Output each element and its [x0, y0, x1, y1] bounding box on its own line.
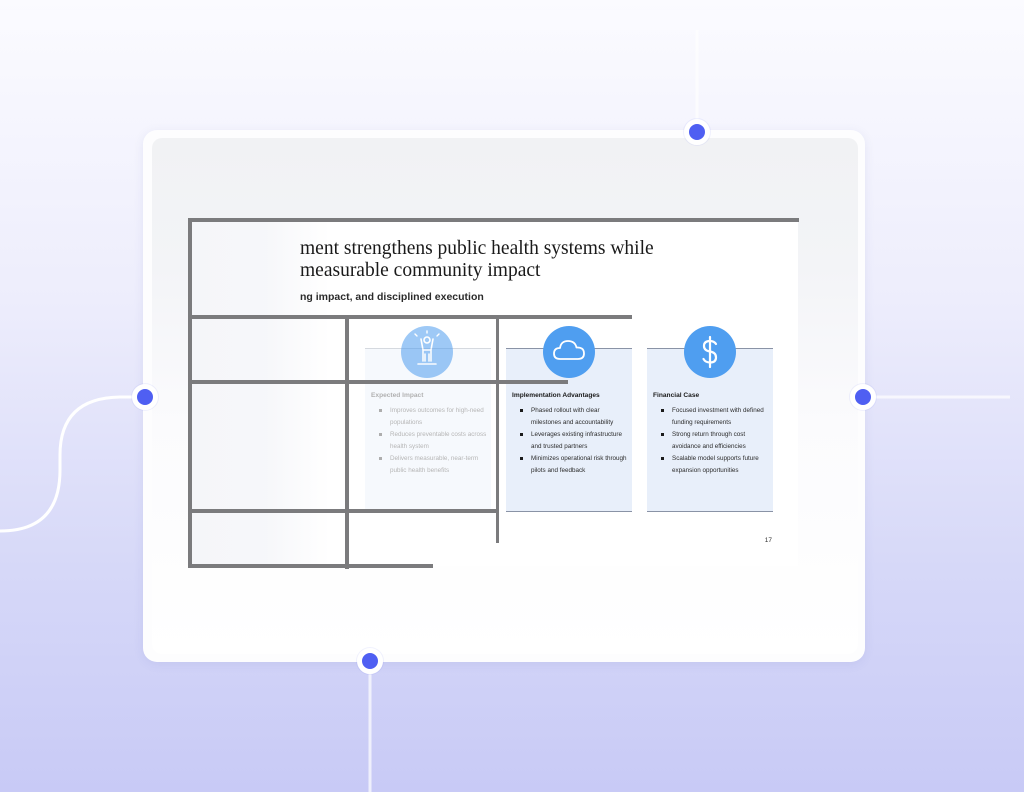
grid-line [496, 317, 499, 543]
list-item: Strong return through cost avoidance and… [653, 429, 771, 453]
card-bullets: Improves outcomes for high-need populati… [371, 405, 489, 477]
slide-title: ment strengthens public health systems w… [300, 238, 780, 282]
grid-line [190, 509, 498, 513]
grid-line [190, 380, 568, 384]
grid-line [190, 315, 632, 319]
list-item: Delivers measurable, near-term public he… [371, 453, 489, 477]
left-curve-line [0, 395, 145, 533]
list-item: Phased rollout with clear milestones and… [512, 405, 630, 429]
card-heading: Expected Impact [371, 392, 424, 399]
card-heading: Implementation Advantages [512, 392, 600, 399]
dollar-sign-icon [684, 326, 736, 378]
slide-title-line-2: measurable community impact [300, 260, 541, 281]
slide-title-line-1: ment strengthens public health systems w… [300, 238, 654, 259]
connector-handle-left[interactable] [132, 384, 158, 410]
connector-handle-right[interactable] [850, 384, 876, 410]
grid-line [188, 218, 799, 222]
cloud-icon [543, 326, 595, 378]
grid-line [190, 564, 433, 568]
card-expected-impact: Expected Impact Improves outcomes for hi… [365, 348, 491, 512]
connector-handle-bottom[interactable] [357, 648, 383, 674]
list-item: Improves outcomes for high-need populati… [371, 405, 489, 429]
grid-line [188, 218, 192, 568]
list-item: Scalable model supports future expansion… [653, 453, 771, 477]
list-item: Focused investment with defined funding … [653, 405, 771, 429]
slide-subtitle: ng impact, and disciplined execution [300, 291, 484, 303]
page-number: 17 [764, 537, 772, 544]
slide-preview: ment strengthens public health systems w… [190, 220, 798, 566]
connector-handle-top[interactable] [684, 119, 710, 145]
card-bullets: Focused investment with defined funding … [653, 405, 771, 477]
card-bullets: Phased rollout with clear milestones and… [512, 405, 630, 477]
card-heading: Financial Case [653, 392, 700, 399]
list-item: Leverages existing infrastructure and tr… [512, 429, 630, 453]
list-item: Reduces preventable costs across health … [371, 429, 489, 453]
list-item: Minimizes operational risk through pilot… [512, 453, 630, 477]
grid-line [345, 317, 349, 569]
person-raising-arms-icon [401, 326, 453, 378]
slide-left-fade [190, 220, 330, 566]
